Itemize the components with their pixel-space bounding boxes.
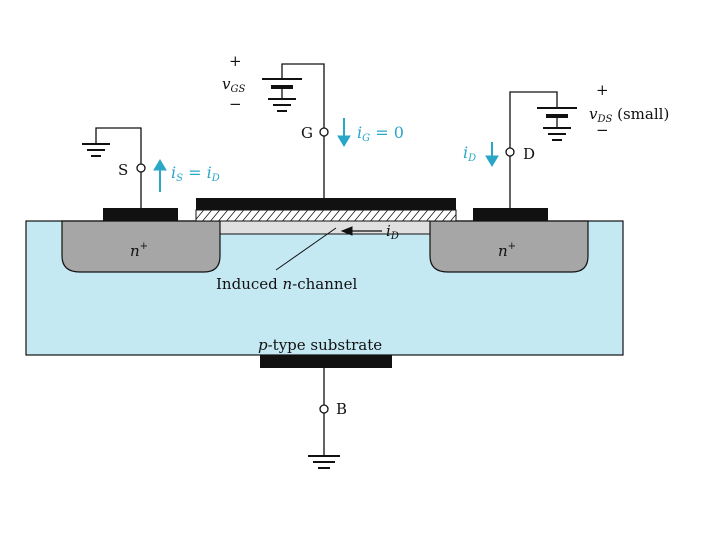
- body-contact: [260, 355, 392, 368]
- channel-current-label: iD: [386, 222, 399, 242]
- vgs-ground-icon: [268, 98, 296, 112]
- ig-label: iG = 0: [357, 123, 404, 144]
- body-label: B: [336, 400, 347, 418]
- source-ground-wire: [95, 127, 142, 164]
- gate-oxide: [195, 209, 457, 222]
- vds-battery-icon: [537, 107, 577, 127]
- source-terminal-node[interactable]: [136, 163, 146, 173]
- induced-channel-label: Induced n-channel: [216, 275, 357, 293]
- n-plus-drain-region: [429, 220, 589, 273]
- is-label: iS = iD: [171, 163, 220, 184]
- drain-supply-wire: [509, 91, 558, 148]
- gate-label: G: [301, 124, 313, 142]
- body-ground-icon: [308, 455, 340, 469]
- drain-terminal-node[interactable]: [505, 147, 515, 157]
- vgs-battery-icon: [262, 78, 302, 98]
- drain-label: D: [523, 145, 535, 163]
- n-plus-drain-label: n+: [498, 241, 516, 260]
- source-contact: [103, 208, 178, 221]
- source-label: S: [118, 161, 128, 179]
- n-plus-source-label: n+: [130, 241, 148, 260]
- drain-contact: [473, 208, 548, 221]
- vgs-minus-sign: −: [229, 95, 242, 113]
- vds-ground-icon: [543, 127, 571, 141]
- vgs-plus-sign: +: [229, 52, 242, 70]
- is-arrow-icon: [153, 159, 167, 192]
- ig-arrow-icon: [337, 118, 351, 147]
- substrate-label: p-type substrate: [258, 336, 382, 354]
- vds-label: vDS (small): [589, 105, 669, 125]
- source-ground-icon: [82, 143, 110, 157]
- channel-pointer-line: [275, 227, 337, 271]
- n-plus-source-region: [61, 220, 221, 273]
- id-arrow-icon: [485, 142, 499, 167]
- id-label: iD: [463, 143, 476, 164]
- gate-contact: [196, 198, 456, 210]
- vgs-label: vGS: [222, 75, 245, 95]
- vds-minus-sign: −: [596, 121, 609, 139]
- gate-terminal-node[interactable]: [319, 127, 329, 137]
- gate-supply-wire: [281, 63, 325, 128]
- vds-plus-sign: +: [596, 81, 609, 99]
- induced-channel: [217, 220, 433, 235]
- body-terminal-node[interactable]: [319, 404, 329, 414]
- channel-current-arrow-icon: [340, 226, 382, 236]
